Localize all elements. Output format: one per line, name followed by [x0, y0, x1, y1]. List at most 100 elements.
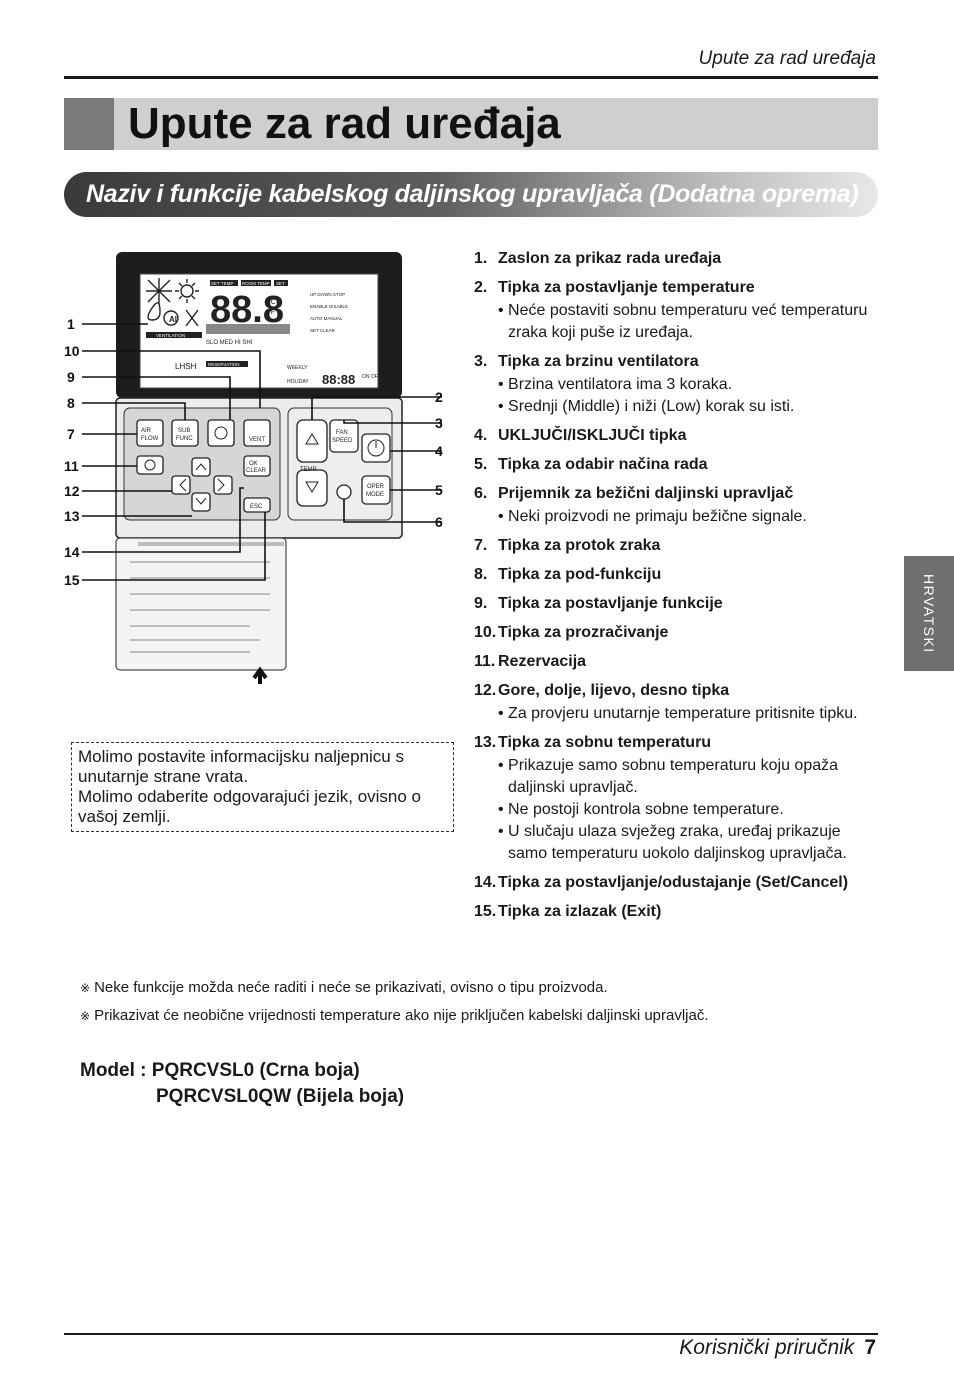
svg-text:AIR: AIR [141, 428, 152, 434]
set-temp-tag [210, 280, 238, 286]
callout-15: 15 [64, 572, 80, 588]
heat-icon [180, 284, 194, 298]
callout-1: 1 [67, 316, 75, 332]
item-number: 12. [474, 682, 497, 699]
item-number: 14. [474, 874, 497, 891]
svg-text:TEMP: TEMP [300, 467, 317, 473]
item-label: Tipka za postavljanje/odustajanje (Set/C… [498, 874, 849, 891]
leader-lines [82, 323, 442, 581]
running-header: Upute za rad uređaja [698, 48, 876, 69]
svg-text:SPEED: SPEED [332, 438, 353, 444]
language-tab-label: HRVATSKI [921, 573, 937, 654]
svg-text:ESC: ESC [250, 504, 263, 510]
svg-text:SET: SET [276, 281, 285, 286]
list-item: 2.Tipka za postavljanje temperature• Neć… [474, 277, 884, 344]
remote-controller-illustration: AI SET TEMP ROOM TEMP SET 88.8 °C °F VEN… [64, 252, 443, 684]
header-rule [64, 76, 878, 79]
svg-text:OPER: OPER [367, 484, 385, 490]
ventilation-tag [146, 332, 202, 338]
list-item: 5.Tipka za odabir načina rada [474, 454, 884, 476]
title-marker [64, 98, 114, 150]
temp-up-button [296, 419, 328, 463]
model-info: Model : PQRCVSL0 (Crna boja) PQRCVSL0QW … [80, 1058, 404, 1110]
item-label: Tipka za sobnu temperaturu [498, 734, 712, 751]
lcd-icons [146, 278, 199, 327]
esc-button [243, 497, 271, 513]
callout-3: 3 [435, 415, 443, 431]
language-tab [904, 556, 954, 671]
reservation-button [136, 455, 164, 475]
svg-text:°F: °F [268, 308, 275, 316]
list-item: 15.Tipka za izlazak (Exit) [474, 901, 884, 923]
item-note: • Neće postaviti sobnu temperaturu već t… [498, 302, 868, 341]
list-item: 8.Tipka za pod-funkciju [474, 564, 884, 586]
callout-line-1: Molimo postavite informacijsku naljepnic… [78, 747, 404, 786]
item-number: 3. [474, 353, 488, 370]
reservation-tag [206, 361, 248, 367]
list-item: 7.Tipka za protok zraka [474, 535, 884, 557]
svg-text:FUNC: FUNC [176, 436, 193, 442]
section-title: Naziv i funkcije kabelskog daljinskog up… [86, 180, 859, 208]
svg-text:°C: °C [268, 298, 276, 306]
power-icon [367, 439, 385, 457]
item-note: • U slučaju ulaza svježeg zraka, uređaj … [498, 823, 847, 862]
list-item: 1.Zaslon za prikaz rada uređaja [474, 248, 884, 270]
svg-text:SET TEMP: SET TEMP [211, 281, 233, 286]
list-item: 12.Gore, dolje, lijevo, desno tipka • Za … [474, 680, 884, 725]
item-label: Gore, dolje, lijevo, desno tipka [498, 682, 730, 699]
right-button [213, 475, 233, 495]
svg-text:SET CLEAR: SET CLEAR [310, 328, 336, 333]
callout-7: 7 [67, 426, 75, 442]
item-label: Tipka za odabir načina rada [498, 456, 708, 473]
fan-speed-button [329, 419, 359, 453]
svg-text:RESERVATION: RESERVATION [208, 362, 240, 367]
model-line-2: PQRCVSL0QW (Bijela boja) [156, 1086, 405, 1107]
item-number: 4. [474, 427, 488, 444]
list-item: 3.Tipka za brzinu ventilatora• Brzina ve… [474, 351, 884, 418]
svg-text:MODE: MODE [366, 492, 384, 498]
item-label: Rezervacija [498, 653, 587, 670]
callout-9: 9 [67, 369, 75, 385]
item-note: • Za provjeru unutarnje temperature prit… [498, 705, 858, 722]
list-item: 4.UKLJUČI/ISKLJUČI tipka [474, 425, 884, 447]
set-tag [274, 280, 288, 286]
callout-2: 2 [435, 389, 443, 405]
drop-icon [147, 302, 161, 321]
footer-rule [64, 1333, 878, 1335]
item-number: 8. [474, 566, 488, 583]
svg-text:LHSH: LHSH [175, 362, 197, 371]
svg-text:AI: AI [169, 315, 177, 324]
vent-button [243, 419, 271, 447]
lcd-dot-bar [206, 324, 290, 334]
item-number: 15. [474, 903, 497, 920]
item-number: 10. [474, 624, 497, 641]
list-item: 9.Tipka za postavljanje funkcije [474, 593, 884, 615]
item-label: Zaslon za prikaz rada uređaja [498, 250, 722, 267]
page-title: Upute za rad uređaja [128, 99, 561, 148]
item-number: 9. [474, 595, 488, 612]
footer-label: Korisnički priručnik [679, 1336, 855, 1359]
footnotes: ※Neke funkcije možda neće raditi i neće … [80, 974, 709, 1030]
item-label: Prijemnik za bežični daljinski upravljač [498, 485, 794, 502]
up-button [191, 457, 211, 477]
svg-text:VENT: VENT [249, 437, 265, 443]
callout-10: 10 [64, 343, 80, 359]
temp-down-button [296, 469, 328, 507]
function-gear-icon [214, 426, 228, 440]
ai-icon [163, 310, 179, 326]
callout-numbers: 1 10 9 8 7 11 12 13 14 15 2 3 4 5 6 [64, 316, 443, 588]
list-item: 13.Tipka za sobnu temperaturu• Prikazuje… [474, 732, 884, 865]
air-flow-button [136, 419, 164, 447]
function-list: 1.Zaslon za prikaz rada uređaja 2.Tipka z… [474, 248, 884, 930]
footnote-1: ※Neke funkcije možda neće raditi i neće … [80, 979, 608, 996]
callout-arrow [252, 666, 268, 684]
item-number: 13. [474, 734, 497, 751]
callout-8: 8 [67, 395, 75, 411]
item-label: Tipka za protok zraka [498, 537, 661, 554]
callout-13: 13 [64, 508, 80, 524]
clock-icon [144, 459, 156, 471]
callout-14: 14 [64, 544, 80, 560]
svg-text:ON OFF: ON OFF [362, 374, 381, 380]
svg-text:WEEKLY: WEEKLY [287, 365, 308, 371]
